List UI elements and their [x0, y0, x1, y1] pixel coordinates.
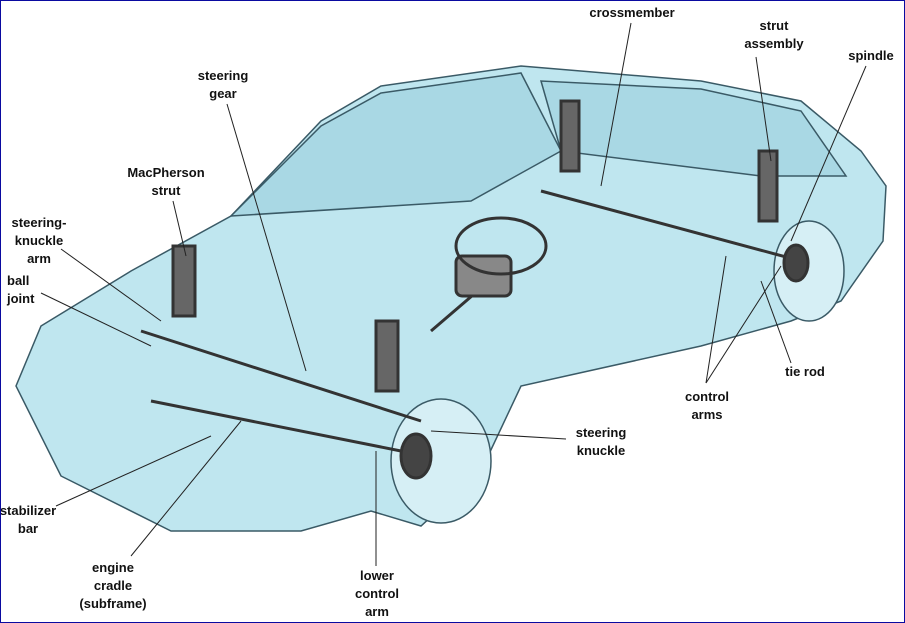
label-stabilizer-bar: stabilizer bar — [0, 502, 57, 538]
label-line: bar — [17, 521, 39, 536]
label-line: knuckle — [14, 233, 64, 248]
label-line: steering- — [11, 215, 67, 230]
windshield — [229, 72, 562, 217]
suspension-parts — [140, 99, 810, 480]
label-line: MacPherson — [127, 165, 205, 180]
label-line: strut — [151, 183, 181, 198]
leader-lines — [40, 22, 867, 566]
label-ball-joint: ball joint — [7, 272, 34, 308]
label-line: knuckle — [576, 443, 626, 458]
label-line: cradle — [93, 578, 133, 593]
label-line: steering — [197, 68, 249, 83]
label-steering-knuckle: steering knuckle — [576, 424, 627, 460]
front-wheel — [390, 398, 492, 524]
label-spindle: spindle — [848, 48, 894, 63]
label-line: gear — [209, 86, 237, 101]
label-line: arms — [691, 407, 723, 422]
label-tie-rod: tie rod — [785, 364, 825, 379]
label-line: lower — [360, 568, 394, 583]
label-line: ball — [7, 273, 30, 288]
label-steering-gear: steering gear — [198, 67, 249, 103]
label-steering-knuckle-arm: steering-knuckle arm — [12, 214, 67, 268]
label-line: arm — [27, 251, 51, 266]
label-line: engine — [92, 560, 134, 575]
label-crossmember: crossmember — [589, 5, 675, 20]
label-line: assembly — [744, 36, 804, 51]
label-lower-control-arm: lower control arm — [355, 567, 399, 621]
label-line: joint — [7, 291, 35, 306]
label-line: stabilizer — [0, 503, 57, 518]
label-line: control — [354, 586, 400, 601]
label-line: strut — [759, 18, 789, 33]
label-macpherson-strut: MacPherson strut — [127, 164, 204, 200]
label-engine-cradle: engine cradle (subframe) — [79, 559, 146, 613]
label-strut-assembly: strut assembly — [744, 17, 803, 53]
label-line: (subframe) — [79, 596, 147, 611]
car-body — [15, 65, 887, 532]
label-line: control — [684, 389, 730, 404]
label-line: steering — [575, 425, 627, 440]
label-control-arms: control arms — [685, 388, 729, 424]
label-line: arm — [365, 604, 389, 619]
